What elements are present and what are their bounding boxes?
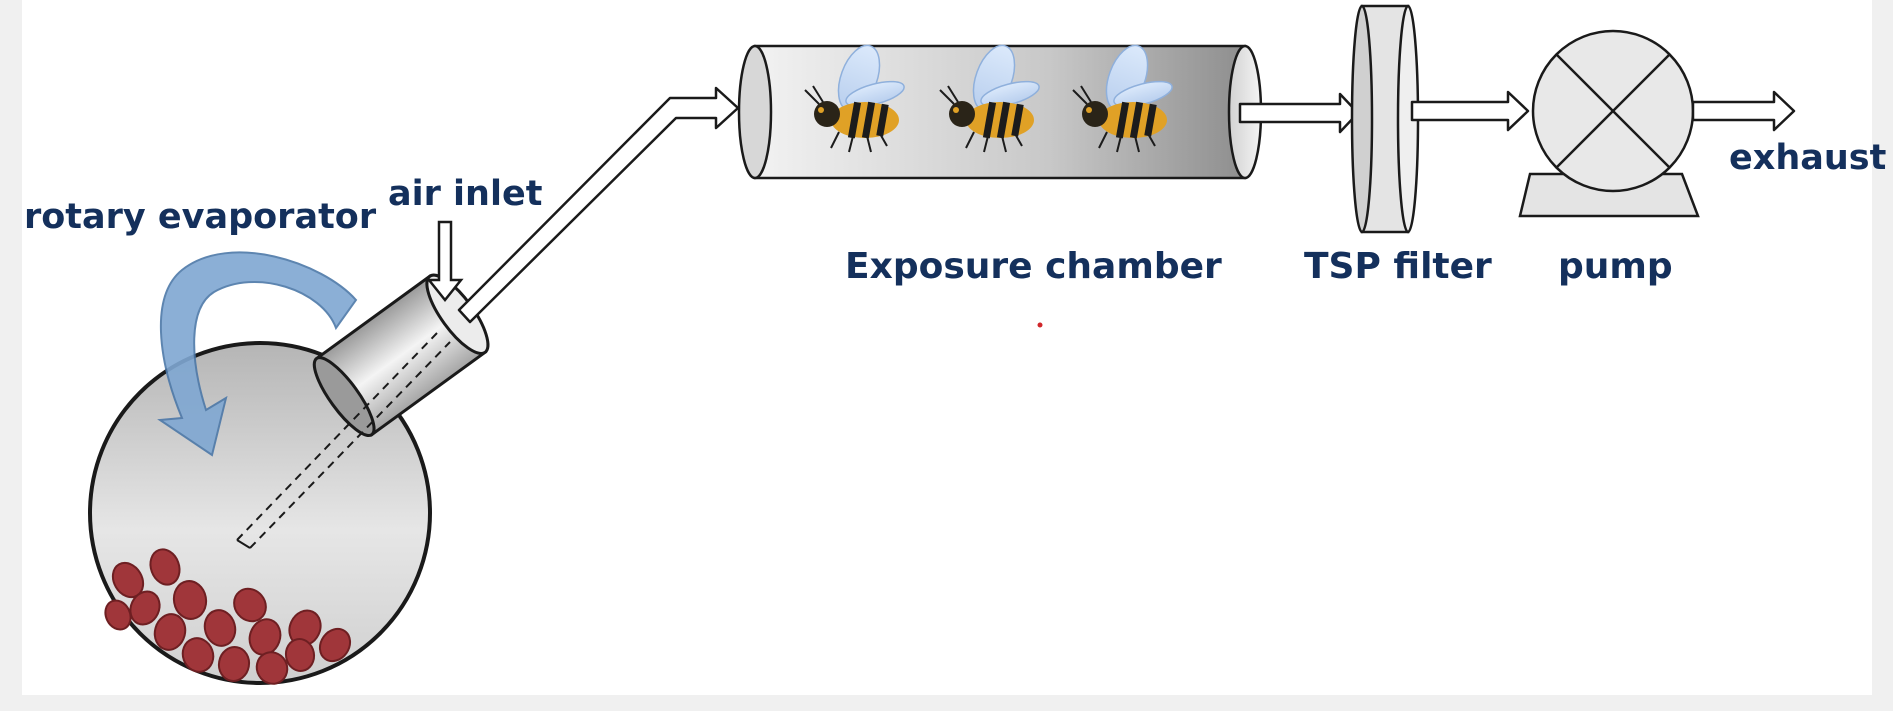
label-pump: pump	[1558, 246, 1673, 287]
bee-icon	[804, 44, 905, 153]
marker-dot	[1037, 322, 1043, 328]
filter-disc-icon	[1350, 4, 1420, 234]
air-inlet-arrow	[426, 220, 464, 303]
label-air-inlet: air inlet	[388, 174, 543, 214]
flow-arrow-filter-to-pump	[1410, 90, 1530, 132]
label-rotary-evaporator: rotary evaporator	[24, 197, 377, 237]
flow-arrow-exhaust	[1691, 90, 1796, 132]
pump-icon	[1518, 29, 1700, 218]
inner-tube-end	[236, 539, 251, 549]
flow-arrow-chamber-to-filter	[1238, 92, 1360, 134]
inner-dashed-tube	[236, 332, 451, 549]
curved-arrow-icon	[157, 251, 358, 457]
bee-icon	[1072, 44, 1173, 153]
bee-icon	[939, 44, 1040, 153]
label-tsp-filter: TSP filter	[1304, 246, 1492, 287]
label-exhaust: exhaust	[1729, 138, 1887, 178]
label-exposure-chamber: Exposure chamber	[845, 246, 1222, 287]
seed-pile	[104, 548, 352, 685]
connecting-pipe	[457, 86, 740, 324]
